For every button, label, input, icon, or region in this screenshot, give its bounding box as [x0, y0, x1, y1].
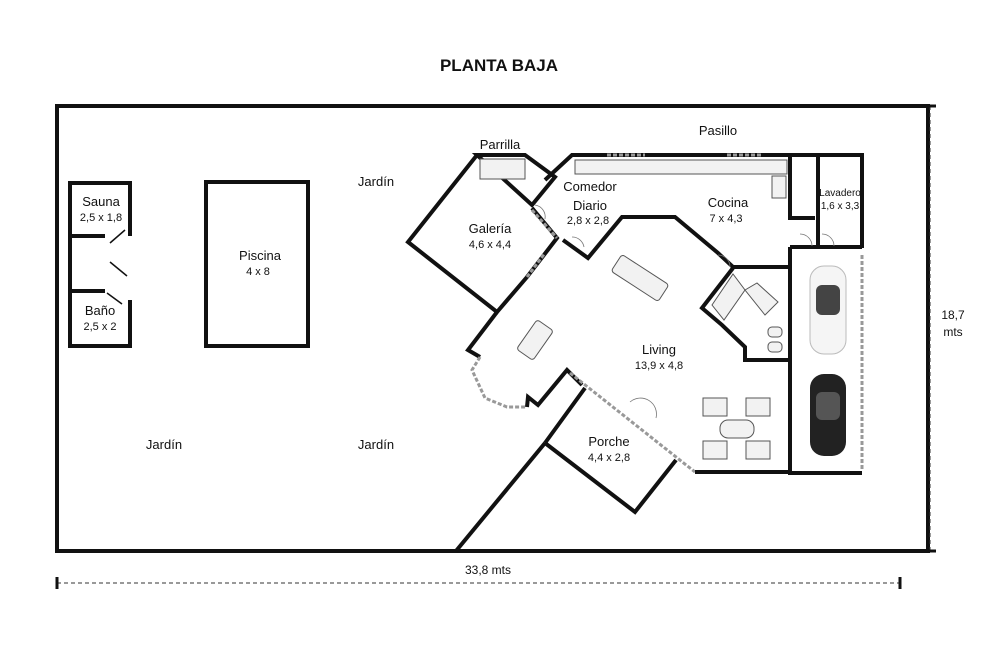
door-swing [821, 233, 835, 247]
height-unit: mts [943, 325, 962, 339]
armchair-icon [702, 397, 728, 417]
comedor-label: Comedor [563, 179, 617, 194]
porch-diagonal-boundary [454, 441, 547, 553]
lavadero-size: 1,6 x 3,3 [821, 201, 860, 212]
piscina-label: Piscina [239, 248, 282, 263]
sofa-icon [611, 255, 669, 301]
parrilla-wall [471, 153, 558, 208]
kitchen-top-wall [543, 153, 864, 248]
sauna-size: 2,5 x 1,8 [80, 212, 122, 224]
porche-wall [543, 441, 678, 515]
living-size: 13,9 x 4,8 [635, 360, 683, 372]
sauna-bano-block [68, 181, 132, 348]
galeria-window [525, 252, 547, 278]
armchair-icon [745, 397, 771, 417]
black-car-roof [816, 392, 840, 420]
cocina-label: Cocina [708, 195, 749, 210]
dining-table-icon [517, 320, 553, 360]
kitchen-counter-side [771, 175, 787, 199]
porche-size: 4,4 x 2,8 [588, 452, 630, 464]
bidet-icon [767, 341, 783, 353]
jardin-label: Jardín [358, 174, 394, 189]
lavadero-label: Lavadero [819, 188, 861, 199]
galeria-label: Galería [469, 221, 512, 236]
door-swing [534, 204, 546, 220]
pasillo-label: Pasillo [699, 123, 737, 138]
kitchen-counter [574, 159, 788, 175]
parrilla-label: Parrilla [480, 137, 521, 152]
comedor-label-2: Diario [573, 198, 607, 213]
galeria-glass-door [530, 209, 559, 239]
width-label: 33,8 mts [465, 563, 511, 577]
bano-label: Baño [85, 303, 115, 318]
door-swing [571, 236, 585, 248]
stair-bath-wall [699, 266, 790, 362]
bano-size: 2,5 x 2 [83, 321, 116, 333]
cocina-size: 7 x 4,3 [709, 213, 742, 225]
plan-title: PLANTA BAJA [440, 56, 558, 75]
piscina-outline [204, 180, 310, 348]
door-swing [799, 233, 813, 247]
armchair-icon [702, 440, 728, 460]
toilet-icon [767, 326, 783, 338]
living-left-wall [465, 310, 499, 359]
pantry-wall [788, 155, 815, 220]
lot-boundary [55, 104, 930, 553]
coffee-table-icon [719, 419, 755, 439]
comedor-size: 2,8 x 2,8 [567, 215, 609, 227]
width-dimension: 33,8 mts [55, 563, 902, 589]
living-top-wall [561, 215, 790, 269]
stairs-icon [711, 273, 779, 321]
grill [479, 158, 526, 180]
armchair-icon [745, 440, 771, 460]
piscina-size: 4 x 8 [246, 266, 270, 278]
door-swing [717, 254, 731, 268]
white-car-roof [816, 285, 840, 315]
living-glass-wall [569, 371, 696, 474]
height-dimension: 18,7 mts [924, 104, 965, 553]
sauna-label: Sauna [82, 194, 120, 209]
porche-label: Porche [588, 434, 629, 449]
jardin-label: Jardín [358, 437, 394, 452]
height-value: 18,7 [941, 308, 965, 322]
living-label: Living [642, 342, 676, 357]
door-swing [629, 397, 657, 419]
galeria-size: 4,6 x 4,4 [469, 239, 511, 251]
porche-left-wall [543, 386, 587, 445]
bay-window [470, 356, 527, 409]
jardin-label: Jardín [146, 437, 182, 452]
